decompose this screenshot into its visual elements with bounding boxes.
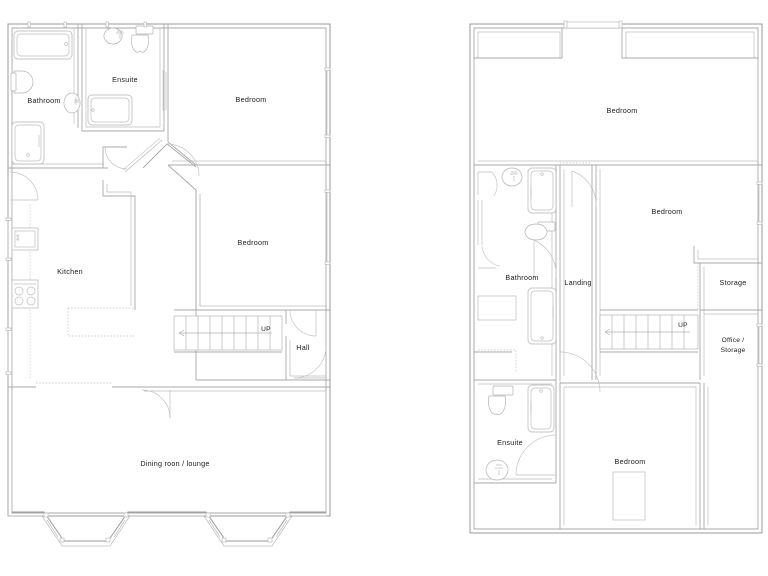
- staircase-ground: [173, 309, 283, 353]
- hall-core-ground: [102, 137, 201, 310]
- room-bathroom-ground: [8, 21, 108, 169]
- label-bathroom-ground: Bathroom: [27, 96, 60, 105]
- label-bedroom-3-first: Bedroom: [607, 106, 638, 115]
- label-office-storage-line1: Office /: [722, 337, 745, 344]
- room-bedroom-1-ground: [167, 24, 331, 166]
- label-office-storage-line2: Storage: [721, 347, 746, 354]
- label-ensuite-ground: Ensuite: [112, 75, 138, 84]
- label-bedroom-4-first: Bedroom: [652, 207, 683, 216]
- plan-ground-floor: Bathroom Ensuite Bedroom Bedroom Kitchen…: [5, 21, 331, 547]
- label-bedroom-2-ground: Bedroom: [238, 238, 269, 247]
- room-bathroom-first: [473, 165, 557, 380]
- room-kitchen-ground: [5, 171, 140, 388]
- label-kitchen-ground: Kitchen: [57, 267, 83, 276]
- label-stairs-up-first: UP: [678, 322, 688, 329]
- label-dining-lounge-ground: Dining roon / lounge: [140, 459, 209, 468]
- plan-first-floor: Bedroom Bedroom Storage Office / Storage…: [469, 20, 763, 534]
- room-storage-first: [699, 263, 763, 380]
- label-storage-first: Storage: [720, 278, 747, 287]
- label-hall-ground: Hall: [296, 343, 310, 352]
- label-bathroom-first: Bathroom: [505, 273, 538, 282]
- room-dining-lounge-ground: [7, 386, 330, 547]
- room-bedroom-5-first: [559, 382, 709, 529]
- label-landing-first: Landing: [564, 278, 591, 287]
- label-bedroom-1-ground: Bedroom: [236, 95, 267, 104]
- room-ensuite-first: [474, 379, 557, 530]
- label-stairs-up-ground: UP: [261, 326, 271, 333]
- room-bedroom-3-first: [474, 20, 762, 166]
- room-bedroom-2-ground: [195, 189, 331, 380]
- room-hall-ground: [196, 310, 330, 381]
- room-landing-first: [559, 162, 699, 393]
- label-ensuite-first: Ensuite: [497, 438, 523, 447]
- label-bedroom-5-first: Bedroom: [615, 457, 646, 466]
- room-ensuite-ground: [81, 21, 167, 132]
